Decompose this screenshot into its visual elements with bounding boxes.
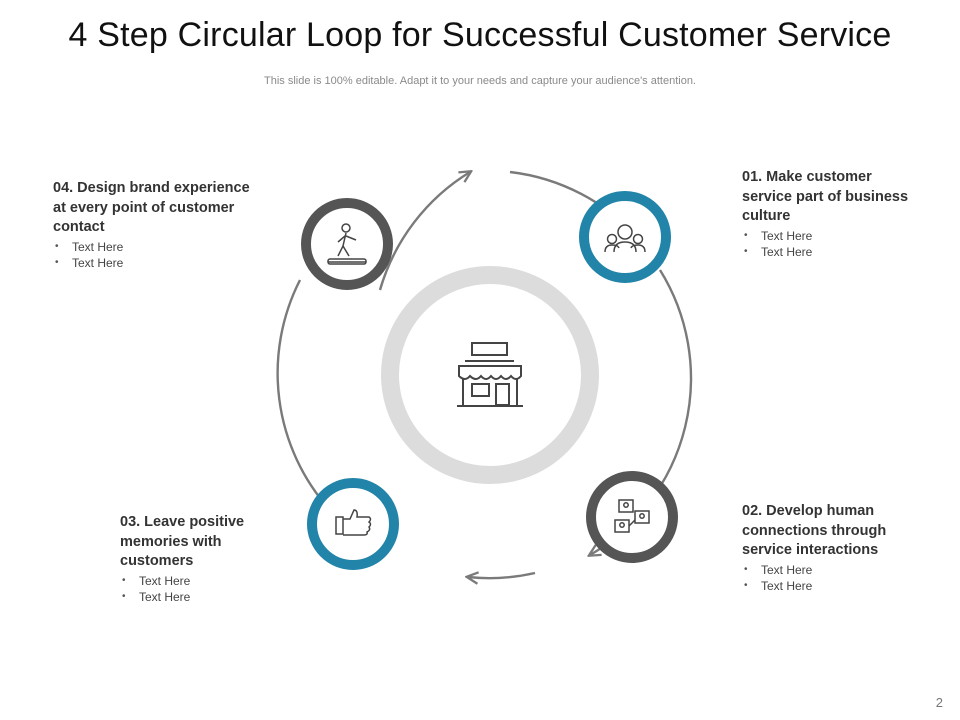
connected-users-icon <box>614 499 650 533</box>
step-04-text: 04. Design brand experience at every poi… <box>53 179 253 272</box>
step-01-ring <box>579 191 671 283</box>
step-01-heading: 01. Make customer service part of busine… <box>742 169 909 224</box>
step-02-text: 02. Develop human connections through se… <box>742 502 922 595</box>
step-03-heading: 03. Leave positive memories with custome… <box>120 514 245 569</box>
step-04-bullets: Text Here Text Here <box>53 239 253 272</box>
loop-arc-bottom <box>468 573 536 578</box>
page-number: 2 <box>935 695 943 710</box>
page-title: 4 Step Circular Loop for Successful Cust… <box>68 16 892 54</box>
step-02-bullet-1: Text Here <box>742 562 922 579</box>
page-subtitle: This slide is 100% editable. Adapt it to… <box>264 75 696 87</box>
step-03-bullet-1: Text Here <box>120 573 270 590</box>
step-01-bullets: Text Here Text Here <box>742 228 922 261</box>
step-02-bullet-2: Text Here <box>742 578 922 595</box>
people-group-icon <box>604 224 646 253</box>
step-01-text: 01. Make customer service part of busine… <box>742 168 922 261</box>
storefront-icon <box>457 342 523 407</box>
step-04-bullet-1: Text Here <box>53 239 253 256</box>
step-02-ring <box>586 471 678 563</box>
center-hub-ring <box>381 266 599 484</box>
step-02-bullets: Text Here Text Here <box>742 562 922 595</box>
step-01-bullet-2: Text Here <box>742 244 922 261</box>
step-04-ring <box>301 198 393 290</box>
step-02-heading: 02. Develop human connections through se… <box>742 503 887 558</box>
step-01-bullet-1: Text Here <box>742 228 922 245</box>
thumbs-up-icon <box>335 509 372 536</box>
step-04-bullet-2: Text Here <box>53 255 253 272</box>
step-03-ring <box>307 478 399 570</box>
step-03-bullet-2: Text Here <box>120 589 270 606</box>
step-03-text: 03. Leave positive memories with custome… <box>120 513 270 606</box>
step-04-heading: 04. Design brand experience at every poi… <box>53 180 250 235</box>
step-03-bullets: Text Here Text Here <box>120 573 270 606</box>
loop-arc-left <box>276 279 331 511</box>
person-walking-icon <box>327 223 367 265</box>
loop-arc-top-left <box>378 172 470 291</box>
